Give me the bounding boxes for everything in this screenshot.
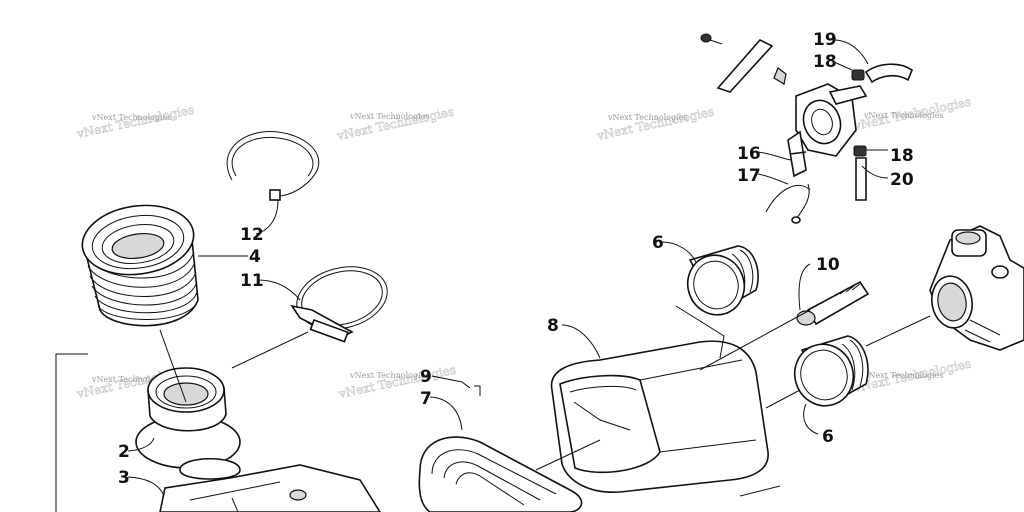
callout-17: 17	[737, 166, 761, 186]
callout-4: 4	[249, 247, 261, 267]
svg-text:vNext Technologies: vNext Technologies	[863, 111, 943, 120]
grommet-part-6-lower	[793, 335, 869, 407]
airbox-base-part-3	[159, 457, 381, 512]
fuel-pump-assembly	[700, 33, 868, 178]
callout-8: 8	[547, 316, 559, 336]
callout-6-upper: 6	[652, 233, 664, 253]
clamp-part-18-upper	[851, 69, 865, 81]
callout-16: 16	[737, 144, 761, 164]
svg-text:vNext Technologies: vNext Technologies	[607, 113, 687, 122]
air-silencer-part-8	[550, 340, 769, 493]
callout-20: 20	[890, 170, 914, 190]
svg-text:vNext Technologies: vNext Technologies	[349, 371, 429, 380]
callout-18-lower: 18	[890, 146, 914, 166]
decal-part-10	[796, 280, 870, 326]
grommet-part-6-upper	[686, 245, 759, 316]
watermark-3: vNext Technologies vNext Technologies	[594, 104, 715, 143]
svg-text:vNext Technologies: vNext Technologies	[863, 371, 943, 380]
watermark-8: vNext Technologies vNext Technologies	[851, 356, 972, 395]
fuel-line-part-20	[855, 157, 867, 201]
intake-boot-part-7	[418, 436, 583, 512]
fuel-line-part-19	[864, 63, 913, 84]
svg-text:vNext Technologies: vNext Technologies	[91, 375, 171, 384]
watermark-6: vNext Technologies vNext Technologies	[336, 362, 457, 401]
leader-lines	[55, 39, 931, 512]
svg-text:vNext Technologies: vNext Technologies	[337, 362, 457, 401]
adapter-coupler-part-2	[135, 367, 241, 469]
callout-2: 2	[118, 442, 130, 462]
watermark-2: vNext Technologies vNext Technologies	[334, 104, 455, 143]
callout-6-lower: 6	[822, 427, 834, 447]
clamp-part-18-lower	[853, 145, 867, 157]
pin-part-9	[474, 385, 481, 396]
callout-19: 19	[813, 30, 837, 50]
callout-9: 9	[420, 367, 432, 387]
clamp-band-part-12	[226, 131, 320, 201]
callout-18-upper: 18	[813, 52, 837, 72]
fuel-line-part-17	[765, 183, 811, 224]
callout-labels: 19 18 16 17 18 20 12 4 11 6 10 8 9 7 6 2…	[118, 30, 914, 488]
callout-11: 11	[240, 271, 264, 291]
watermark-4: vNext Technologies vNext Technologies	[851, 94, 972, 133]
hose-clamp-part-11	[290, 266, 388, 343]
svg-text:vNext Technologies: vNext Technologies	[91, 113, 171, 122]
callout-7: 7	[420, 389, 432, 409]
svg-text:vNext Technologies: vNext Technologies	[349, 112, 429, 121]
callout-3: 3	[118, 468, 130, 488]
bellows-boot-part-4	[81, 204, 199, 327]
callout-12: 12	[240, 225, 264, 245]
carburetor-assembly	[929, 225, 1024, 351]
callout-10: 10	[816, 255, 840, 275]
svg-text:vNext Technologies: vNext Technologies	[335, 104, 455, 143]
svg-text:vNext Technologies: vNext Technologies	[595, 104, 715, 143]
watermark-1: vNext Technologies vNext Technologies	[74, 102, 195, 141]
